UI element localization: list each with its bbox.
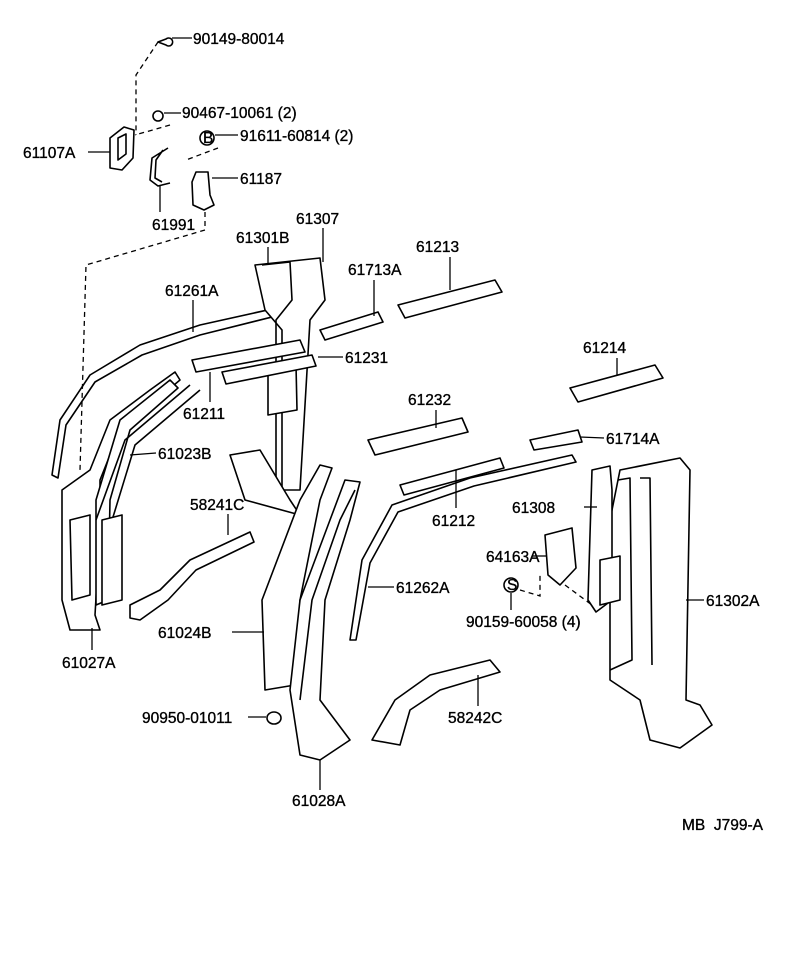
grommet-90950-01011[interactable] — [266, 711, 282, 725]
part-labels: 90149-80014 90467-10061 (2) 91611-60814 … — [23, 31, 764, 834]
label-61023B: 61023B — [158, 446, 211, 463]
label-90467-10061: 90467-10061 (2) — [182, 105, 297, 122]
part-61302A[interactable] — [609, 457, 713, 749]
part-58241C[interactable] — [129, 531, 255, 621]
part-61028A[interactable] — [289, 479, 361, 761]
label-90950-01011: 90950-01011 — [142, 710, 232, 727]
part-61991[interactable] — [149, 147, 171, 187]
label-61308: 61308 — [512, 500, 555, 517]
label-61302A: 61302A — [706, 593, 760, 610]
label-61232: 61232 — [408, 392, 451, 409]
part-61213[interactable] — [397, 279, 503, 319]
label-58242C: 58242C — [448, 710, 502, 727]
part-64163A[interactable] — [544, 527, 577, 586]
label-61024B: 61024B — [158, 625, 211, 642]
diagram-code: MB J799-A — [682, 817, 764, 834]
label-90159-60058: 90159-60058 (4) — [466, 614, 581, 631]
part-58242C[interactable] — [371, 659, 501, 746]
symbol-s: S — [507, 577, 517, 594]
label-61213: 61213 — [416, 239, 459, 256]
label-61028A: 61028A — [292, 793, 346, 810]
part-61232[interactable] — [367, 417, 469, 456]
part-61187[interactable] — [191, 171, 215, 211]
label-61231: 61231 — [345, 350, 388, 367]
label-61212: 61212 — [432, 513, 475, 530]
part-61023B[interactable] — [95, 379, 179, 606]
part-61211[interactable] — [191, 339, 306, 373]
bolt-90149-80014[interactable] — [157, 37, 174, 47]
label-61107A: 61107A — [23, 145, 76, 162]
label-61187: 61187 — [240, 171, 282, 188]
label-58241C: 58241C — [190, 497, 244, 514]
label-61211: 61211 — [183, 406, 225, 423]
label-61301B: 61301B — [236, 230, 289, 247]
part-61714A[interactable] — [529, 429, 583, 451]
part-61214[interactable] — [569, 364, 664, 403]
part-61024B[interactable] — [261, 464, 333, 691]
part-61212[interactable] — [399, 457, 505, 496]
symbol-b: B — [203, 130, 213, 147]
part-61262A[interactable] — [349, 454, 577, 641]
label-91611-60814: 91611-60814 (2) — [240, 128, 353, 145]
symbol-b-circle — [199, 130, 215, 146]
part-61713A[interactable] — [319, 311, 384, 341]
label-61214: 61214 — [583, 340, 626, 357]
part-61231[interactable] — [221, 354, 317, 385]
part-61107A[interactable] — [109, 126, 135, 171]
label-61261A: 61261A — [165, 283, 219, 300]
symbol-s-circle — [503, 577, 519, 593]
label-61713A: 61713A — [348, 262, 402, 279]
label-61027A: 61027A — [62, 655, 116, 672]
label-64163A: 64163A — [486, 549, 540, 566]
label-61262A: 61262A — [396, 580, 450, 597]
label-61991: 61991 — [152, 217, 195, 234]
leader-lines — [88, 37, 704, 790]
label-90149-80014: 90149-80014 — [193, 31, 285, 48]
part-drawings: B — [51, 37, 713, 761]
label-61714A: 61714A — [606, 431, 660, 448]
label-61307: 61307 — [296, 211, 339, 228]
nut-90467-10061[interactable] — [152, 110, 164, 122]
